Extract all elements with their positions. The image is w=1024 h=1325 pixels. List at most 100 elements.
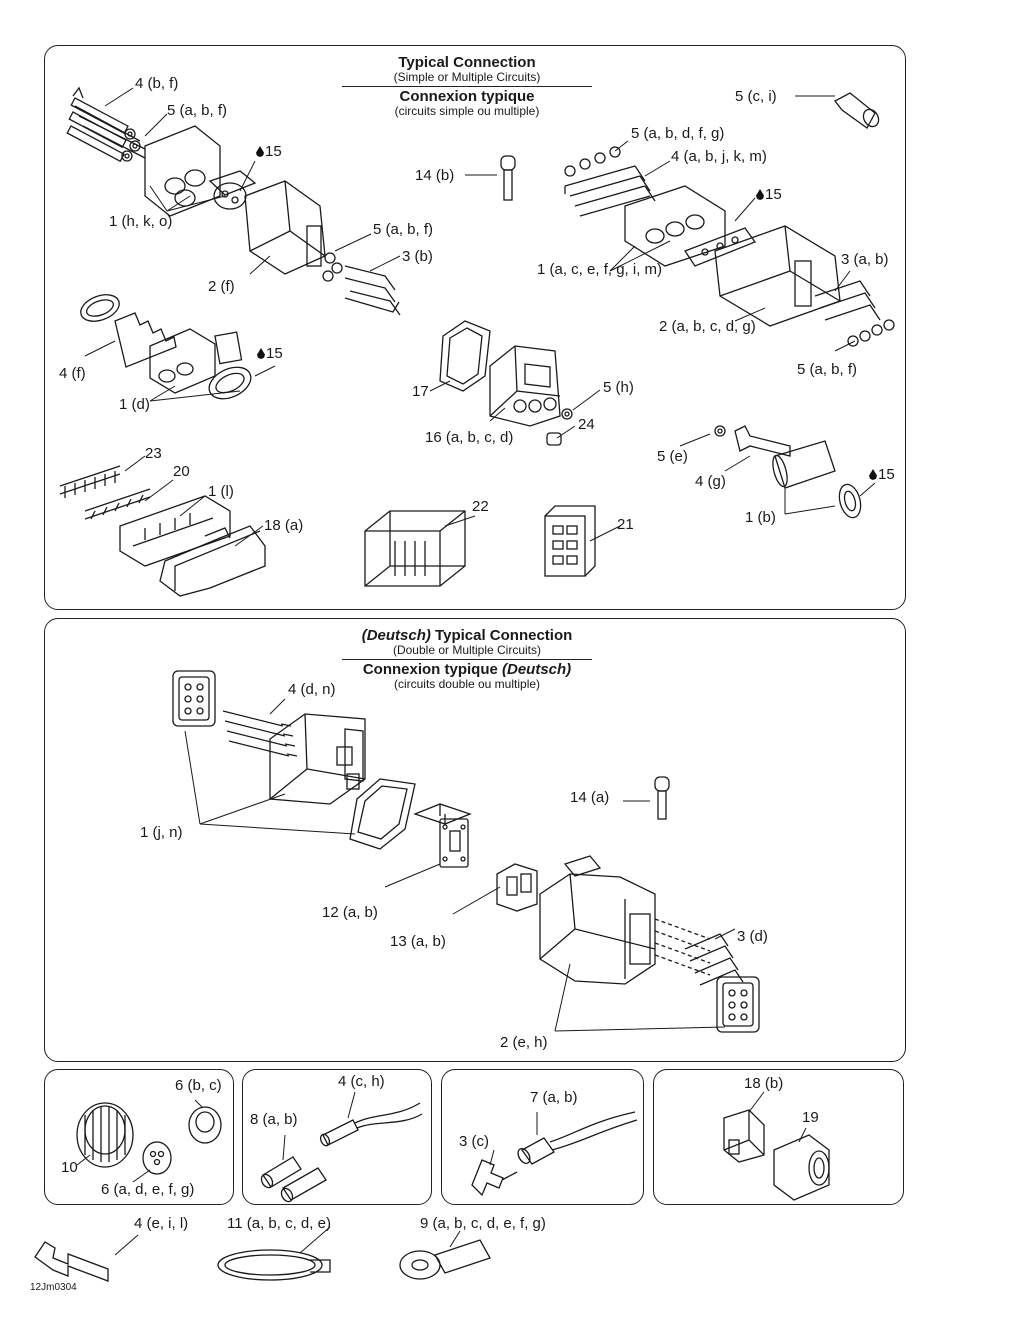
label-12ab: 12 (a, b) — [322, 904, 378, 921]
label-15-c: 15 — [756, 187, 782, 203]
sensor-drawing — [471, 1111, 638, 1197]
deutsch-title-fr-text: Connexion typique — [362, 661, 498, 678]
sensor-panel: 7 (a, b) 3 (c) — [441, 1069, 644, 1205]
label-1acefgim: 1 (a, c, e, f, g, i, m) — [537, 261, 663, 278]
label-5abf-b: 5 (a, b, f) — [373, 221, 434, 238]
label-7ab: 7 (a, b) — [530, 1089, 578, 1106]
label-2f: 2 (f) — [208, 278, 235, 295]
grommet-15-d — [838, 483, 862, 519]
boots-panel: 18 (b) 19 — [653, 1069, 904, 1205]
cap-10 — [76, 1102, 134, 1168]
deutsch-brand: (Deutsch) — [361, 627, 431, 644]
connector-body-1hko — [144, 125, 257, 217]
terminals-3ab — [814, 280, 881, 321]
connector-16 — [489, 345, 561, 427]
deutsch-title-en-text: Typical Connection — [435, 627, 573, 644]
deutsch-subtitle-en: (Double or Multiple Circuits) — [392, 643, 542, 657]
label-18b: 18 (b) — [744, 1075, 784, 1092]
title-fr: Connexion typique — [399, 88, 535, 105]
label-17: 17 — [412, 383, 429, 400]
sleeve-4ch — [319, 1102, 423, 1147]
cap-6adefg — [142, 1141, 172, 1175]
seals-5abf-b — [322, 252, 343, 282]
label-15-d: 15 — [869, 467, 895, 483]
wedge-12ab — [413, 803, 472, 868]
connector-1l — [119, 495, 231, 567]
figure-code: 12Jm0304 — [30, 1282, 77, 1293]
deutsch-brand-fr: (Deutsch) — [502, 661, 572, 678]
label-11: 11 (a, b, c, d, e) — [227, 1215, 331, 1232]
loose-parts-drawing — [34, 1226, 491, 1282]
connector-1b — [772, 440, 836, 489]
typical-connection-title: Typical Connection (Simple or Multiple C… — [342, 54, 592, 118]
deutsch-connection-title: (Deutsch) Typical Connection (Double or … — [342, 627, 592, 691]
deutsch-title-rule — [342, 659, 592, 660]
fluid-drop-icon — [756, 189, 764, 200]
label-4dn: 4 (d, n) — [288, 681, 336, 698]
label-15-c-text: 15 — [765, 186, 782, 203]
seals-5abf-c — [847, 319, 895, 347]
connector-1acefgim — [624, 185, 726, 267]
seal-caps-panel: 6 (b, c) 10 6 (a, d, e, f, g) — [44, 1069, 234, 1205]
label-3c: 3 (c) — [459, 1133, 489, 1150]
terminal-strip-4f — [114, 312, 177, 368]
sleeves-8ab — [260, 1156, 327, 1203]
label-3ab: 3 (a, b) — [841, 251, 889, 268]
label-2abcdg: 2 (a, b, c, d, g) — [659, 318, 756, 335]
label-6adefg: 6 (a, d, e, f, g) — [101, 1181, 195, 1198]
plug-2eh — [539, 855, 656, 985]
terminal-strip-20 — [84, 488, 151, 520]
title-en: Typical Connection — [398, 54, 536, 71]
deutsch-title-en: (Deutsch) Typical Connection — [342, 627, 592, 644]
leader-lines — [76, 1099, 204, 1183]
tie-wrap-11 — [217, 1249, 331, 1281]
deutsch-connection-panel: (Deutsch) Typical Connection (Double or … — [44, 618, 906, 1062]
label-10: 10 — [61, 1159, 78, 1176]
leader-lines — [282, 1091, 356, 1161]
pin-14a — [654, 776, 670, 820]
fluid-drop-icon — [869, 469, 877, 480]
boots-drawing — [723, 1091, 830, 1201]
label-3b: 3 (b) — [402, 248, 433, 265]
leader-lines — [184, 698, 736, 1032]
boot-18b — [723, 1109, 765, 1163]
label-24: 24 — [578, 416, 595, 433]
label-20: 20 — [173, 463, 190, 480]
wires-3d — [654, 918, 744, 986]
label-9: 9 (a, b, c, d, e, f, g) — [420, 1215, 546, 1232]
label-14b: 14 (b) — [415, 167, 455, 184]
typical-connection-drawing — [59, 86, 895, 597]
terminal-4eil — [34, 1241, 109, 1282]
leader-lines — [84, 87, 876, 547]
pin-14b — [500, 155, 516, 201]
connector-housing-2abcdg — [714, 225, 841, 327]
wedge-13ab — [496, 863, 538, 912]
label-14a: 14 (a) — [570, 789, 610, 806]
label-4f: 4 (f) — [59, 365, 86, 382]
label-2eh: 2 (e, h) — [500, 1034, 548, 1051]
receptacle-1jn — [269, 713, 366, 805]
plug-24 — [546, 432, 562, 446]
seal-caps-drawing — [76, 1099, 222, 1183]
fluid-drop-icon — [257, 348, 265, 359]
leader-lines — [748, 1091, 807, 1143]
label-15-a-text: 15 — [265, 143, 282, 160]
label-5ci: 5 (c, i) — [735, 88, 777, 105]
subtitle-fr: (circuits simple ou multiple) — [394, 104, 540, 118]
label-4abjkm: 4 (a, b, j, k, m) — [671, 148, 767, 165]
title-rule — [342, 86, 592, 87]
label-22: 22 — [472, 498, 489, 515]
label-15-b-text: 15 — [266, 345, 283, 362]
seal-17 — [439, 320, 491, 392]
seals-5abdfg — [564, 146, 621, 177]
seal-5h — [561, 408, 573, 420]
label-1l: 1 (l) — [208, 483, 234, 500]
label-18a: 18 (a) — [264, 517, 304, 534]
terminals-3b — [344, 265, 401, 316]
sleeves-drawing — [260, 1091, 423, 1203]
cap-6bc — [188, 1106, 222, 1144]
deutsch-title-fr: Connexion typique (Deutsch) — [342, 661, 592, 678]
label-1d: 1 (d) — [119, 396, 150, 413]
label-5e: 5 (e) — [657, 448, 688, 465]
label-19: 19 — [802, 1109, 819, 1126]
